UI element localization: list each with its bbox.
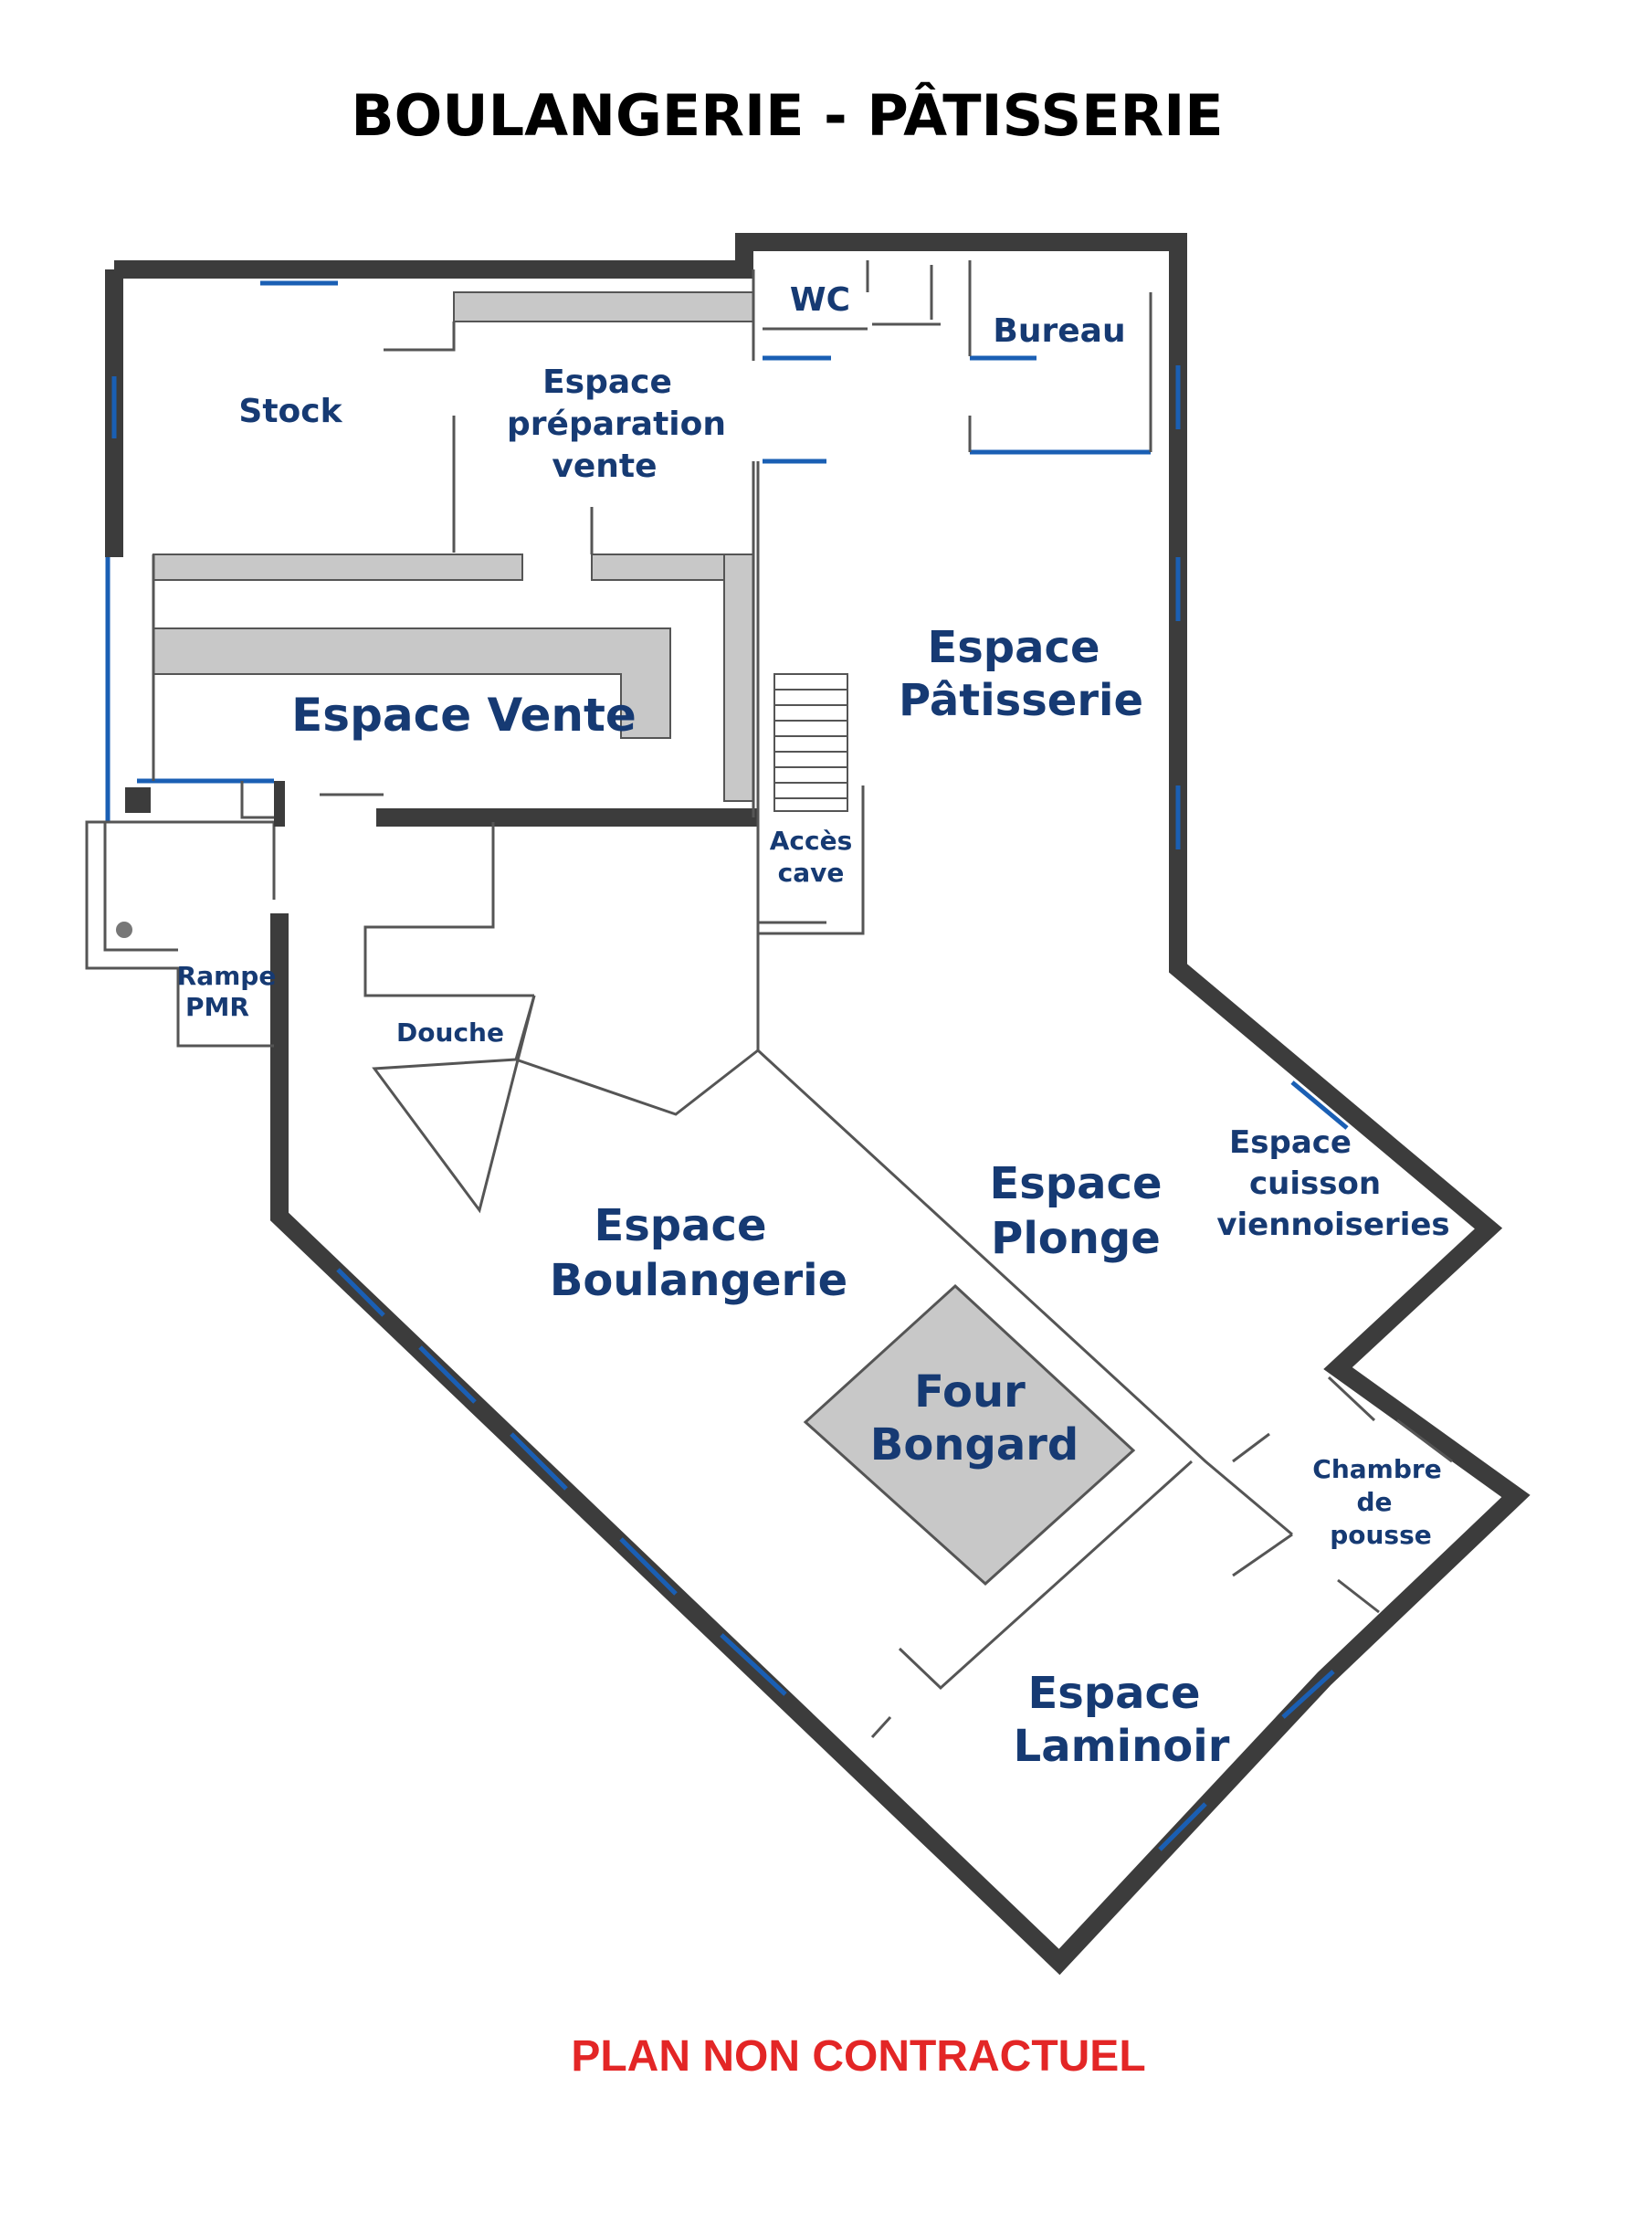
window-se-1 [1281, 1670, 1335, 1719]
label-pousse-2: de [1356, 1487, 1392, 1517]
label-pousse-3: pousse [1330, 1520, 1432, 1550]
label-acces-2: cave [778, 858, 845, 888]
label-boulangerie-2: Boulangerie [550, 1255, 847, 1306]
label-patisserie-2: Pâtisserie [899, 675, 1143, 726]
oven-four-bongard [803, 1283, 1136, 1587]
window-sw-2 [418, 1345, 477, 1404]
wall-ramp-inner [105, 820, 276, 900]
label-rampe-1: Rampe [177, 961, 277, 991]
counter-top-prep [453, 291, 754, 322]
label-stock: Stock [238, 393, 342, 430]
wall-douche-box [363, 822, 534, 997]
window-sw-3 [510, 1432, 568, 1491]
wall-pousse-bottom [1337, 1578, 1380, 1614]
wall-douche-top [514, 995, 759, 1116]
wall-pousse-door-2 [1232, 1533, 1293, 1577]
label-boulangerie-1: Espace [594, 1200, 766, 1251]
wall-step-top [270, 233, 1531, 1976]
wall-plonge-diag [756, 1049, 1293, 1536]
wall-douche-tri [372, 995, 536, 1214]
room-labels: Stock Espace préparation vente WC Bureau… [177, 281, 1450, 1772]
wall-acces-right [758, 785, 865, 935]
wall-stock-door [384, 322, 456, 352]
label-laminoir-1: Espace [1027, 1668, 1200, 1719]
label-cuisson-2: cuisson [1249, 1165, 1381, 1202]
label-douche: Douche [396, 1017, 504, 1048]
wall-ramp-outer [85, 820, 274, 1048]
label-plonge-1: Espace [989, 1158, 1162, 1209]
fixture-round [116, 922, 132, 938]
wall-ramp-mid [103, 822, 178, 952]
wall-pousse-door-1 [1232, 1432, 1270, 1463]
exterior-walls [105, 233, 1531, 1976]
label-laminoir-2: Laminoir [1014, 1721, 1230, 1772]
interior-walls [85, 260, 1453, 1739]
wall-pousse-top [1327, 1376, 1376, 1422]
plan-title: BOULANGERIE - PÂTISSERIE [351, 82, 1223, 149]
wall-laminoir-stub [870, 1715, 892, 1739]
wall-four-right [898, 1460, 1194, 1691]
label-cuisson-3: viennoiseries [1216, 1207, 1449, 1243]
label-prep-3: vente [552, 448, 657, 485]
window-diag-1 [1290, 1081, 1349, 1130]
label-four-1: Four [914, 1366, 1026, 1418]
windows [105, 280, 1349, 1851]
counter-stock-bottom [153, 554, 523, 581]
label-wc: WC [790, 281, 850, 319]
label-acces-1: Accès [770, 826, 853, 856]
window-sw-5 [720, 1633, 787, 1696]
wall-entrance-box [240, 781, 274, 819]
label-cuisson-1: Espace [1229, 1124, 1352, 1161]
counters [153, 291, 754, 802]
window-sw-1 [336, 1268, 385, 1317]
label-pousse-1: Chambre [1312, 1454, 1441, 1484]
label-plonge-2: Plonge [991, 1213, 1161, 1264]
footer-disclaimer: PLAN NON CONTRACTUEL [571, 2032, 1145, 2081]
label-prep-1: Espace [542, 364, 672, 401]
window-se-2 [1158, 1802, 1207, 1851]
label-rampe-2: PMR [185, 992, 249, 1022]
fixture-square [125, 787, 151, 813]
window-sw-4 [619, 1537, 678, 1596]
label-patisserie-1: Espace [927, 622, 1100, 673]
wall-pousse-window [1396, 1418, 1453, 1463]
label-vente: Espace Vente [291, 689, 637, 742]
staircase-acces-cave [773, 673, 848, 812]
counter-right-vertical [723, 554, 754, 802]
label-four-2: Bongard [870, 1419, 1079, 1471]
label-bureau: Bureau [993, 312, 1125, 350]
label-prep-2: préparation [507, 406, 726, 443]
